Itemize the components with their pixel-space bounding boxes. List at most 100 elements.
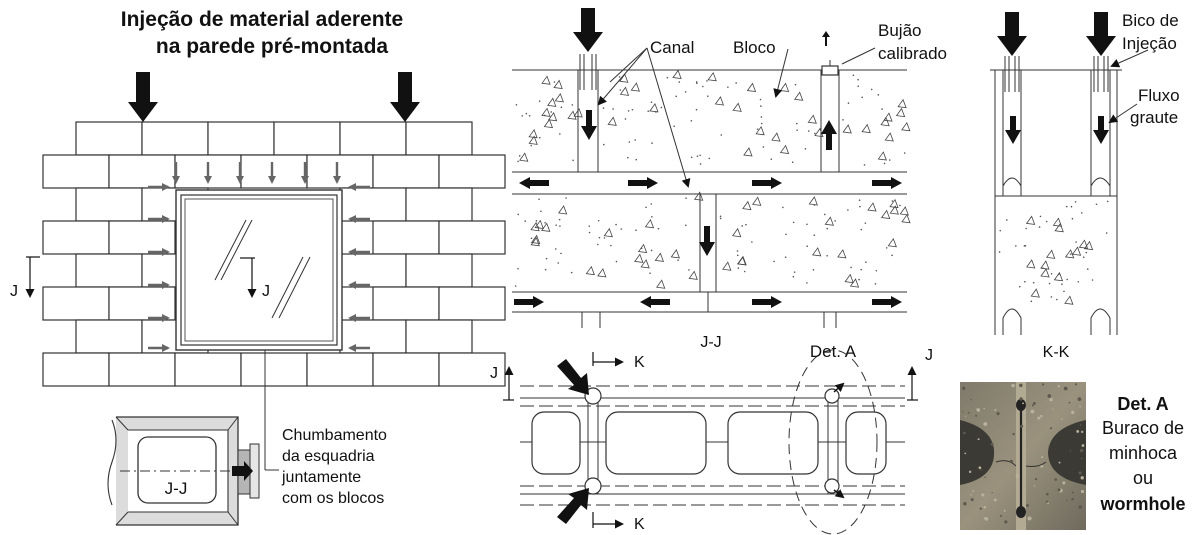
photo-grain (963, 502, 967, 506)
aggregate-dot (1069, 253, 1072, 255)
aggregate-dot (544, 222, 546, 224)
aggregate-stone (779, 82, 790, 92)
aggregate-dot (651, 142, 653, 144)
photo-grain (1057, 385, 1060, 388)
aggregate-dot (649, 272, 651, 274)
aggregate-dot (634, 139, 637, 141)
aggregate-dot (515, 103, 518, 106)
label-plug-1: Bujão (878, 21, 921, 40)
aggregate-dot (525, 112, 528, 115)
aggregate-dot (806, 245, 809, 248)
aggregate-dot (870, 88, 873, 91)
photo-grain (1040, 414, 1043, 418)
aggregate-dot (675, 95, 677, 98)
masonry-block (108, 220, 176, 255)
photo-grain (984, 476, 986, 479)
masonry-block (372, 154, 440, 189)
main-title: Injeção de material aderente na parede p… (121, 8, 403, 58)
photo-grain (1080, 489, 1085, 494)
photo-grain (1042, 383, 1045, 386)
glass-reflection-1 (214, 219, 247, 281)
detail-a-photo (960, 382, 1086, 530)
aggregate-stone (883, 112, 893, 122)
masonry-block (240, 352, 308, 387)
aggregate-stone (743, 147, 753, 157)
aggregate-dot (1045, 220, 1048, 223)
section-marker-j-left: J (10, 256, 40, 300)
section-jj: Canal Bloco Bujão calibrado J-J (512, 8, 947, 351)
aggregate-stone (1071, 246, 1082, 256)
glass-reflection-4 (278, 256, 311, 319)
aggregate-dot (773, 260, 775, 263)
aggregate-stone (649, 103, 659, 113)
aggregate-stone (880, 116, 890, 127)
aggregate-stone (880, 209, 891, 219)
aggregate-dot (618, 76, 621, 78)
detail-a-text: Det. A Buraco de minhoca ou wormhole (1099, 394, 1185, 514)
masonry-block (75, 121, 143, 156)
plan-view: Det. A J J K K (490, 342, 933, 535)
aggregate-dot (999, 229, 1002, 232)
aggregate-stone (1064, 295, 1074, 305)
photo-grain (1071, 498, 1074, 501)
window-frame-inner (180, 194, 338, 346)
photo-grain (1019, 397, 1023, 401)
inset-note: Chumbamento da esquadria juntamente com … (281, 427, 387, 507)
inset-note-line-2: da esquadria (282, 448, 375, 465)
aggregate-dot (720, 134, 723, 136)
aggregate-dot (588, 225, 591, 227)
aggregate-dot (1075, 241, 1077, 243)
section-kk: Bico de Injeção Fluxo graute K-K (990, 11, 1180, 361)
plan-k-bottom: K (634, 516, 645, 533)
photo-grain (1069, 450, 1072, 452)
aggregate-dot (657, 227, 660, 230)
aggregate-stone (901, 121, 911, 132)
block-cell-2 (605, 411, 707, 475)
aggregate-dot (572, 159, 574, 162)
detail-a-line-4: wormhole (1099, 494, 1185, 514)
aggregate-stone (619, 73, 629, 83)
aggregate-dot (530, 144, 533, 147)
flow-arrow-down-center (699, 226, 715, 256)
label-channel: Canal (650, 38, 694, 57)
aggregate-stone (656, 279, 666, 289)
detail-a-title: Det. A (1117, 394, 1168, 414)
aggregate-dot (627, 110, 630, 112)
injection-hole-top (584, 387, 602, 405)
aggregate-dot (807, 130, 810, 132)
window-glass (184, 198, 334, 342)
aggregate-dot (615, 223, 617, 226)
aggregate-dot (627, 156, 629, 159)
photo-grain (978, 466, 982, 470)
aggregate-dot (695, 81, 698, 83)
aggregate-dot (719, 215, 722, 218)
plan-j-right: J (925, 347, 933, 364)
masonry-block (372, 352, 440, 387)
aggregate-dot (602, 107, 605, 109)
photo-grain (1080, 476, 1084, 480)
aggregate-dot (521, 115, 524, 117)
flow-arrow (872, 177, 902, 189)
aggregate-dot (794, 83, 797, 86)
aggregate-dot (1071, 217, 1074, 220)
aggregate-stone (1054, 222, 1064, 233)
aggregate-stone (637, 243, 648, 254)
aggregate-dot (760, 105, 762, 107)
plan-j-left: J (490, 365, 498, 382)
aggregate-dot (792, 275, 795, 278)
aggregate-dot (735, 82, 737, 84)
aggregate-stone (541, 222, 551, 232)
aggregate-dot (875, 269, 878, 272)
aggregate-stone (861, 123, 871, 134)
masonry-block (75, 253, 143, 288)
photo-grain (1019, 383, 1023, 388)
masonry-block (339, 187, 407, 222)
label-block: Bloco (733, 38, 776, 57)
aggregate-dot (1085, 251, 1088, 254)
aggregate-dot (650, 101, 653, 104)
aggregate-dot (538, 100, 541, 102)
photo-grain (1020, 424, 1024, 428)
photo-grain (970, 493, 972, 496)
photo-grain (990, 442, 994, 446)
aggregate-dot (553, 81, 556, 83)
